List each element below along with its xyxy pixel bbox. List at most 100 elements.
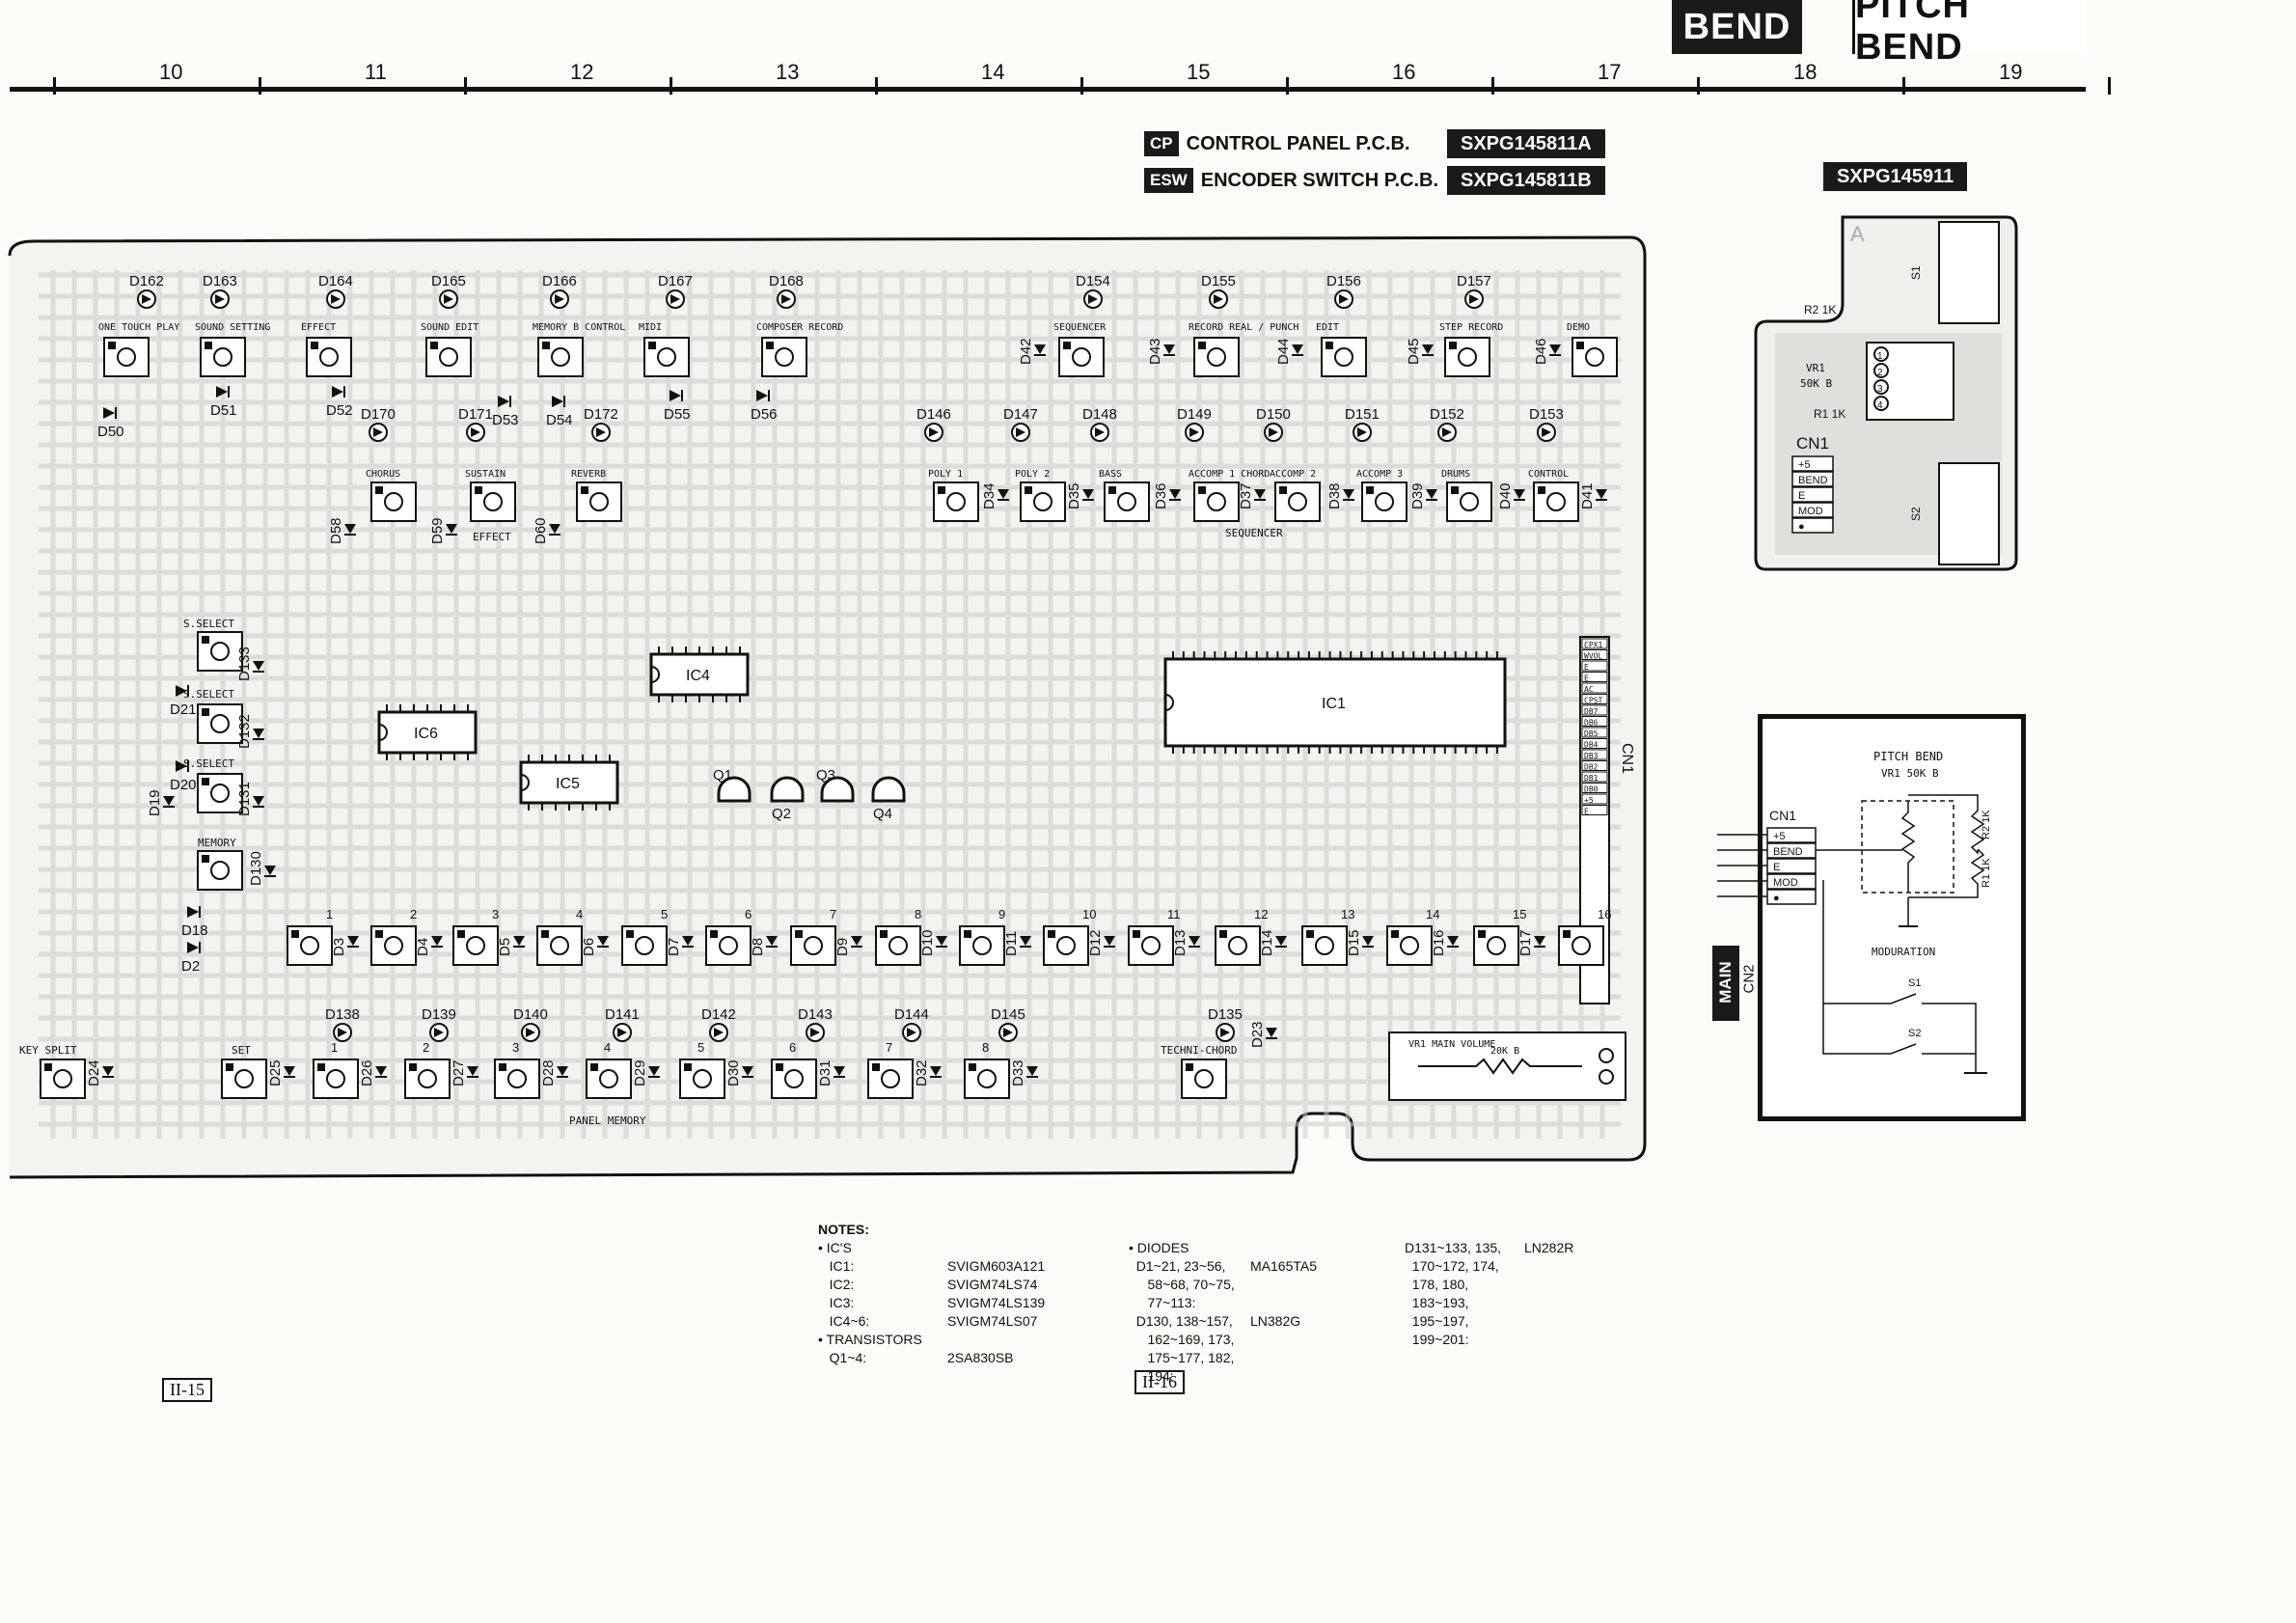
diode-symbol <box>1104 936 1115 946</box>
switch-pin <box>938 486 945 494</box>
ruler-tick <box>464 77 467 95</box>
switch-dome <box>589 492 609 511</box>
switch-pin <box>1366 486 1374 494</box>
diode-label: D40 <box>1497 482 1514 509</box>
diode-label: D11 <box>1003 931 1020 956</box>
diode-label: D42 <box>1018 338 1034 365</box>
left-switch-label: KEY SPLIT <box>19 1044 77 1057</box>
diode-label: D4 <box>415 938 431 956</box>
diode-label: D25 <box>267 1059 284 1087</box>
bend-cn1-pin-label: MOD <box>1798 506 1823 517</box>
cn1-pin <box>1581 793 1608 805</box>
switch-dome <box>1288 492 1307 511</box>
diode-symbol <box>216 386 228 398</box>
diode-symbol <box>467 1066 478 1076</box>
diode-symbol <box>344 524 356 534</box>
switch-dome <box>1334 347 1353 367</box>
switch-pin <box>202 636 209 644</box>
diode-symbol <box>176 685 187 697</box>
switch-label: POLY 1 <box>928 469 963 480</box>
transistor-label: Q2 <box>772 806 791 822</box>
ruler-tick <box>1697 77 1700 95</box>
diode-label: D50 <box>97 424 124 440</box>
led-label: D156 <box>1326 273 1361 289</box>
led-label: D150 <box>1256 406 1291 423</box>
led-symbol <box>1339 294 1349 304</box>
schematic-pin-label: MOD <box>1773 877 1798 889</box>
switch-pin <box>205 342 212 349</box>
led-label: D167 <box>658 273 693 289</box>
note-line: IC1: <box>818 1258 855 1274</box>
diode-symbol <box>176 760 187 772</box>
diode-label: D54 <box>546 412 573 428</box>
diode-label: D41 <box>1579 482 1596 509</box>
switch-dome <box>1546 492 1566 511</box>
switch-dome <box>418 1069 437 1088</box>
diode-symbol <box>766 936 778 946</box>
switch-label: SUSTAIN <box>465 469 506 480</box>
led-label: D163 <box>203 273 237 289</box>
led-symbol <box>1469 294 1479 304</box>
led-symbol <box>1016 427 1025 437</box>
section-label-effect: EFFECT <box>473 531 511 543</box>
diode-label: D39 <box>1409 482 1426 509</box>
grid-ruler <box>10 87 2086 99</box>
switch-pin <box>541 930 549 938</box>
diode-label: D10 <box>919 929 936 956</box>
page-number-right: II-16 <box>1134 1370 1185 1394</box>
led-symbol <box>338 1028 347 1037</box>
note-line: IC4~6: <box>818 1313 870 1329</box>
second-switch <box>1193 481 1240 522</box>
cn1-pin-label: DB5 <box>1584 729 1599 738</box>
switch-dome <box>1375 492 1394 511</box>
switch-pin <box>1198 342 1206 349</box>
led-label: D135 <box>1208 1006 1243 1023</box>
row1-number: 13 <box>1341 907 1354 922</box>
diode-label: D33 <box>1010 1059 1026 1087</box>
switch-pin <box>710 930 718 938</box>
cp-board-label: CP CONTROL PANEL P.C.B. <box>1144 129 1410 158</box>
switch-label: STEP RECORD <box>1439 322 1503 333</box>
switch-dome <box>326 1069 345 1088</box>
switch-dome <box>1585 347 1604 367</box>
switch-pin <box>795 930 803 938</box>
vr1-value: 50K B <box>1800 377 1832 390</box>
switch-dome <box>635 936 654 955</box>
ruler-number: 16 <box>1392 60 1416 84</box>
second-switch <box>576 481 622 522</box>
ic-package <box>377 710 478 755</box>
diode-label: D18 <box>181 922 208 939</box>
schematic-r2-label: R2 1K <box>1981 810 1992 839</box>
left-switch-label: S.SELECT <box>183 688 234 701</box>
diode-label: D5 <box>497 938 513 956</box>
diode-symbol <box>253 796 264 806</box>
diode-symbol <box>851 936 862 946</box>
ic-label: IC5 <box>556 776 580 792</box>
diode-label: D37 <box>1238 482 1254 509</box>
switch-pin <box>964 930 971 938</box>
diode-label: D17 <box>1517 929 1534 956</box>
row1-number: 12 <box>1254 907 1268 922</box>
note-line: 199~201: <box>1405 1332 1469 1347</box>
notes-title: NOTES: <box>818 1222 869 1237</box>
diode-label: D130 <box>248 851 264 886</box>
bend-cn1-pin-label: BEND <box>1798 475 1828 486</box>
esw-tag: ESW <box>1144 168 1193 193</box>
switch-pin <box>202 855 209 863</box>
techni-chord-label: TECHNI-CHORD <box>1161 1044 1237 1057</box>
diode-label: D8 <box>750 938 766 956</box>
note-line: 194: <box>1129 1368 1174 1384</box>
diode-label: D2 <box>181 958 200 975</box>
bend-cn1-pin-label: ● <box>1798 521 1805 533</box>
switch-dome <box>1056 936 1076 955</box>
diode-symbol <box>756 390 768 401</box>
row1-number: 14 <box>1426 907 1439 922</box>
switch-dome <box>210 714 230 733</box>
switch-pin <box>581 486 588 494</box>
led-label: D170 <box>361 406 396 423</box>
switch-dome <box>1117 492 1136 511</box>
switch-pin <box>880 930 888 938</box>
ruler-number: 11 <box>365 60 387 84</box>
row1-number: 15 <box>1513 907 1526 922</box>
